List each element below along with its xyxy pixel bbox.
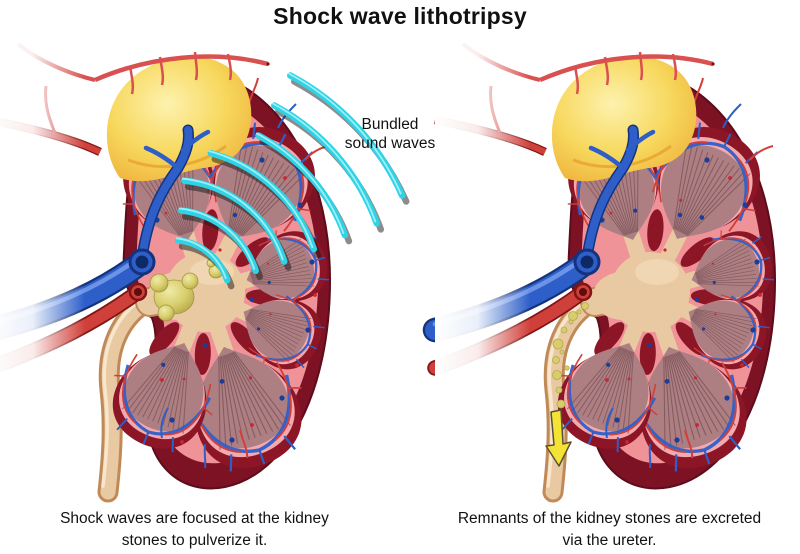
- excretion-arrow: [545, 409, 572, 467]
- kidney-right: [435, 30, 781, 510]
- right-caption: Remnants of the kidney stones are excret…: [457, 510, 762, 549]
- figure-title: Shock wave lithotripsy: [273, 3, 527, 29]
- shock-waves: [174, 72, 410, 290]
- wave-annotation: Bundled sound waves: [344, 116, 436, 153]
- kidney-left: [0, 30, 336, 510]
- stone-fragments: [552, 302, 589, 409]
- left-caption: Shock waves are focused at the kidney st…: [60, 510, 329, 549]
- panel-after: [435, 30, 781, 510]
- panel-before: [0, 30, 410, 510]
